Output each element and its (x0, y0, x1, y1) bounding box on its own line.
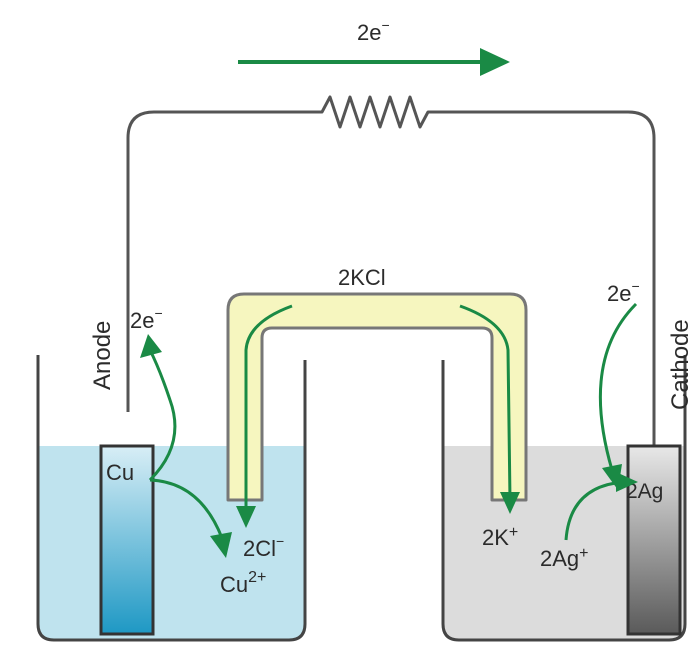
anode-ion-arrow (149, 478, 224, 539)
salt-bridge (226, 292, 528, 502)
chloride-label: 2Cl− (243, 533, 284, 561)
cathode-label: Cathode (667, 319, 694, 410)
ag-electrode-label: 2Ag (626, 480, 663, 503)
cathode-electron-label: 2e− (607, 278, 640, 306)
anode-electron-label: 2e− (130, 305, 163, 333)
potassium-ion-label: 2K+ (482, 524, 518, 550)
bridge-arrow-right (459, 304, 512, 501)
cu-electrode (99, 444, 155, 636)
top-electron-arrow (238, 48, 510, 76)
external-wire (126, 95, 656, 448)
ag-electrode (626, 444, 682, 636)
anode-electron-arrow (148, 349, 177, 482)
silver-ion-arrow (564, 480, 625, 541)
silver-ion-label: 2Ag+ (540, 545, 589, 571)
copper-ion-label: Cu2+ (220, 569, 266, 597)
salt-bridge-label: 2KCl (338, 265, 386, 290)
anode-label: Anode (89, 321, 116, 390)
bridge-arrow-left (244, 304, 293, 515)
cathode-electron-arrow (598, 302, 638, 471)
top-electron-label: 2e− (357, 17, 390, 45)
cathode-beaker (441, 355, 687, 642)
cu-electrode-label: Cu (106, 460, 134, 485)
anode-beaker (36, 355, 307, 642)
